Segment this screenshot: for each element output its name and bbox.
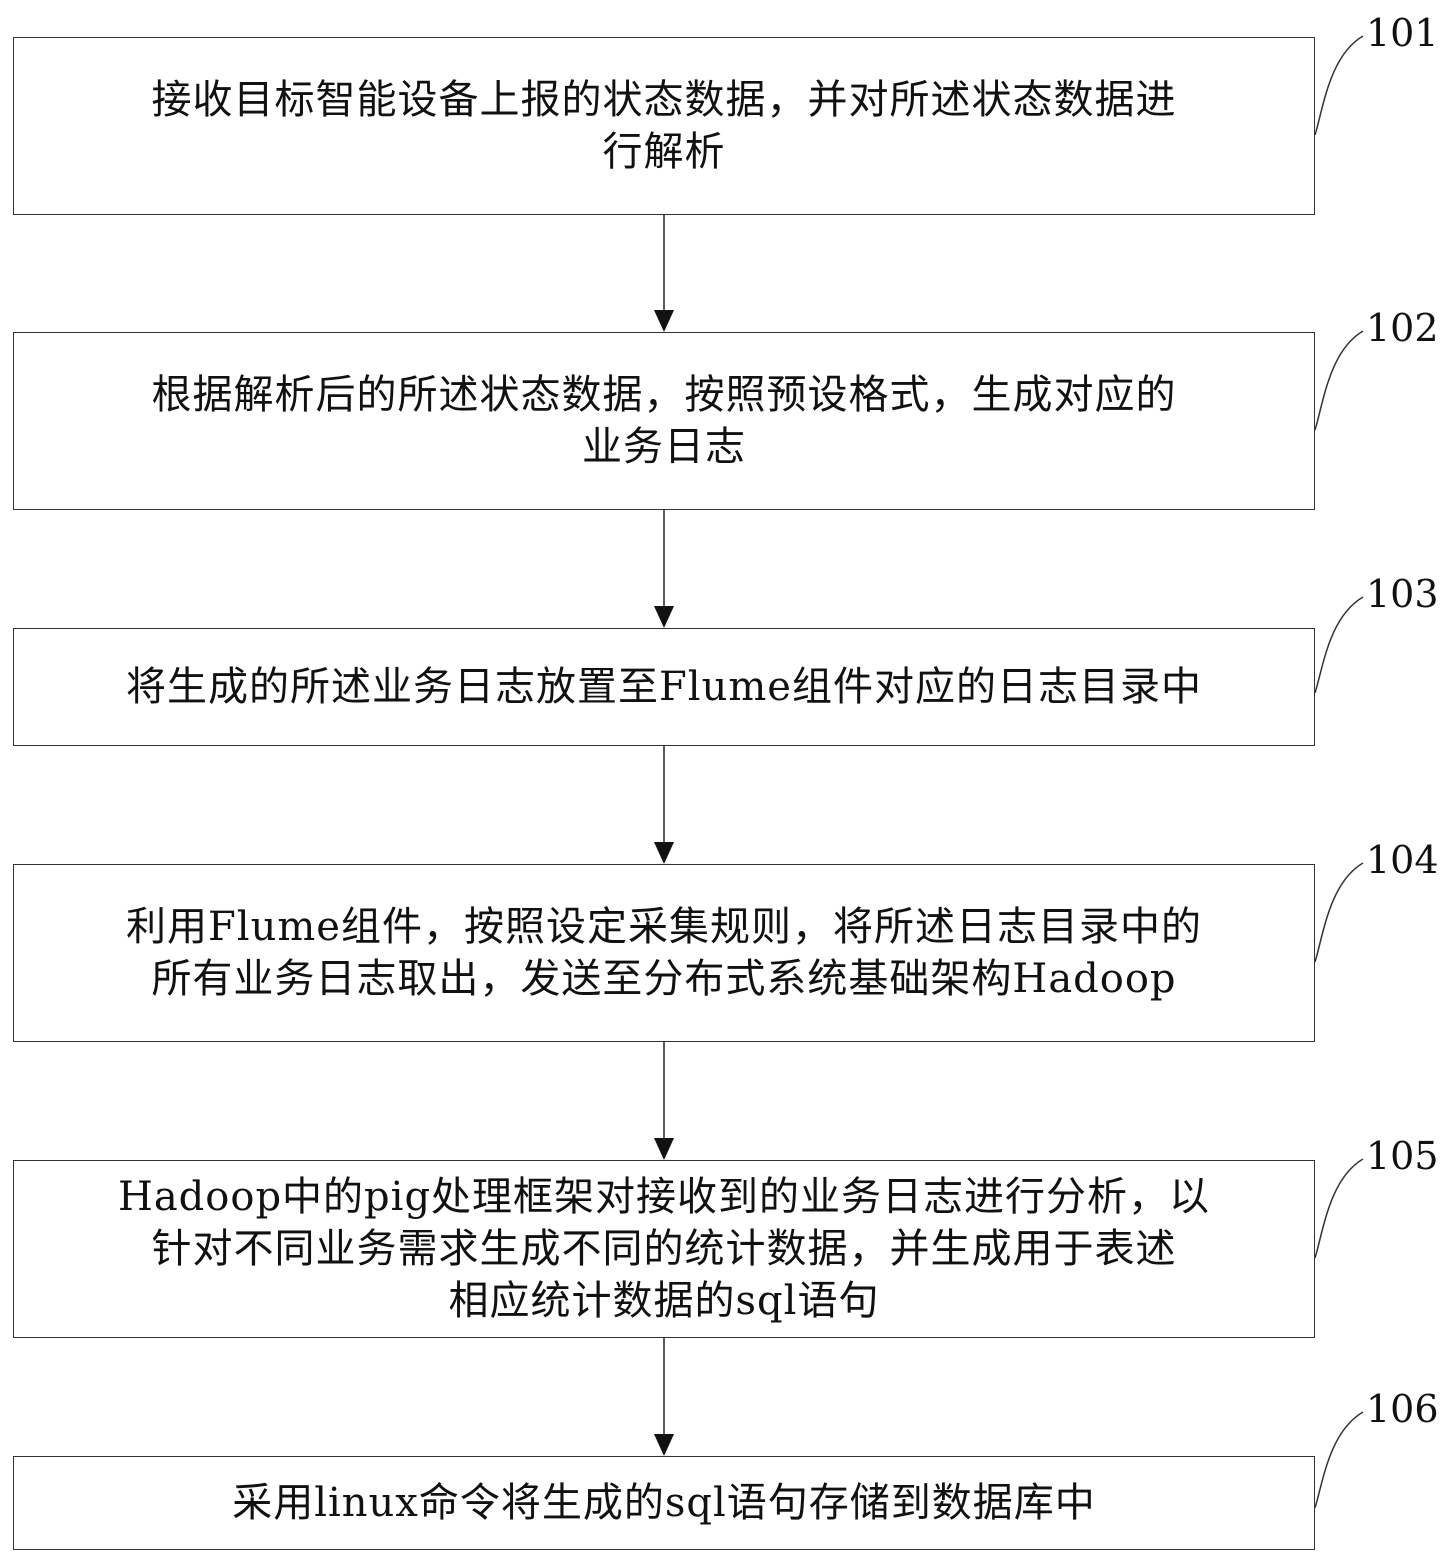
step-number-104: 104 — [1366, 838, 1439, 882]
leader-curve-6 — [1314, 1411, 1364, 1508]
step-box-103: 将生成的所述业务日志放置至Flume组件对应的日志目录中 — [13, 628, 1315, 746]
arrowhead-3 — [654, 842, 674, 864]
arrowhead-1 — [654, 310, 674, 332]
step-105-line-2: 针对不同业务需求生成不同的统计数据，并生成用于表述 — [151, 1226, 1177, 1272]
step-number-103: 103 — [1366, 572, 1439, 616]
step-box-104: 利用Flume组件，按照设定采集规则，将所述日志目录中的 所有业务日志取出，发送… — [13, 864, 1315, 1042]
step-number-106: 106 — [1366, 1387, 1439, 1431]
step-101-text: 接收目标智能设备上报的状态数据，并对所述状态数据进 行解析 — [152, 74, 1177, 178]
step-105-text: Hadoop中的pig处理框架对接收到的业务日志进行分析，以 针对不同业务需求生… — [118, 1171, 1210, 1327]
step-101-line-1: 接收目标智能设备上报的状态数据，并对所述状态数据进 — [151, 77, 1177, 123]
step-102-line-1: 根据解析后的所述状态数据，按照预设格式，生成对应的 — [151, 372, 1177, 418]
leader-curve-4 — [1314, 862, 1364, 963]
arrowhead-5 — [654, 1434, 674, 1456]
step-box-101: 接收目标智能设备上报的状态数据，并对所述状态数据进 行解析 — [13, 37, 1315, 215]
leader-curve-2 — [1314, 330, 1364, 431]
step-box-105: Hadoop中的pig处理框架对接收到的业务日志进行分析，以 针对不同业务需求生… — [13, 1160, 1315, 1338]
arrowhead-2 — [654, 606, 674, 628]
step-number-105: 105 — [1366, 1134, 1439, 1178]
leader-curve-1 — [1314, 35, 1364, 136]
step-106-text: 采用linux命令将生成的sql语句存储到数据库中 — [232, 1477, 1096, 1529]
step-106-line-1: 采用linux命令将生成的sql语句存储到数据库中 — [232, 1480, 1096, 1526]
arrowhead-4 — [654, 1138, 674, 1160]
step-box-106: 采用linux命令将生成的sql语句存储到数据库中 — [13, 1456, 1315, 1550]
step-103-line-1: 将生成的所述业务日志放置至Flume组件对应的日志目录中 — [126, 664, 1202, 710]
step-102-text: 根据解析后的所述状态数据，按照预设格式，生成对应的 业务日志 — [152, 369, 1177, 473]
step-103-text: 将生成的所述业务日志放置至Flume组件对应的日志目录中 — [126, 661, 1202, 713]
step-104-line-2: 所有业务日志取出，发送至分布式系统基础架构Hadoop — [151, 956, 1177, 1002]
step-101-line-2: 行解析 — [602, 129, 726, 175]
step-number-101: 101 — [1366, 11, 1439, 55]
step-105-line-1: Hadoop中的pig处理框架对接收到的业务日志进行分析，以 — [117, 1174, 1211, 1220]
step-box-102: 根据解析后的所述状态数据，按照预设格式，生成对应的 业务日志 — [13, 332, 1315, 510]
step-number-102: 102 — [1366, 306, 1439, 350]
step-102-line-2: 业务日志 — [582, 424, 746, 470]
step-104-line-1: 利用Flume组件，按照设定采集规则，将所述日志目录中的 — [126, 904, 1202, 950]
step-105-line-3: 相应统计数据的sql语句 — [448, 1278, 880, 1324]
leader-curve-3 — [1314, 596, 1364, 694]
leader-curve-5 — [1314, 1158, 1364, 1259]
step-104-text: 利用Flume组件，按照设定采集规则，将所述日志目录中的 所有业务日志取出，发送… — [126, 901, 1202, 1005]
